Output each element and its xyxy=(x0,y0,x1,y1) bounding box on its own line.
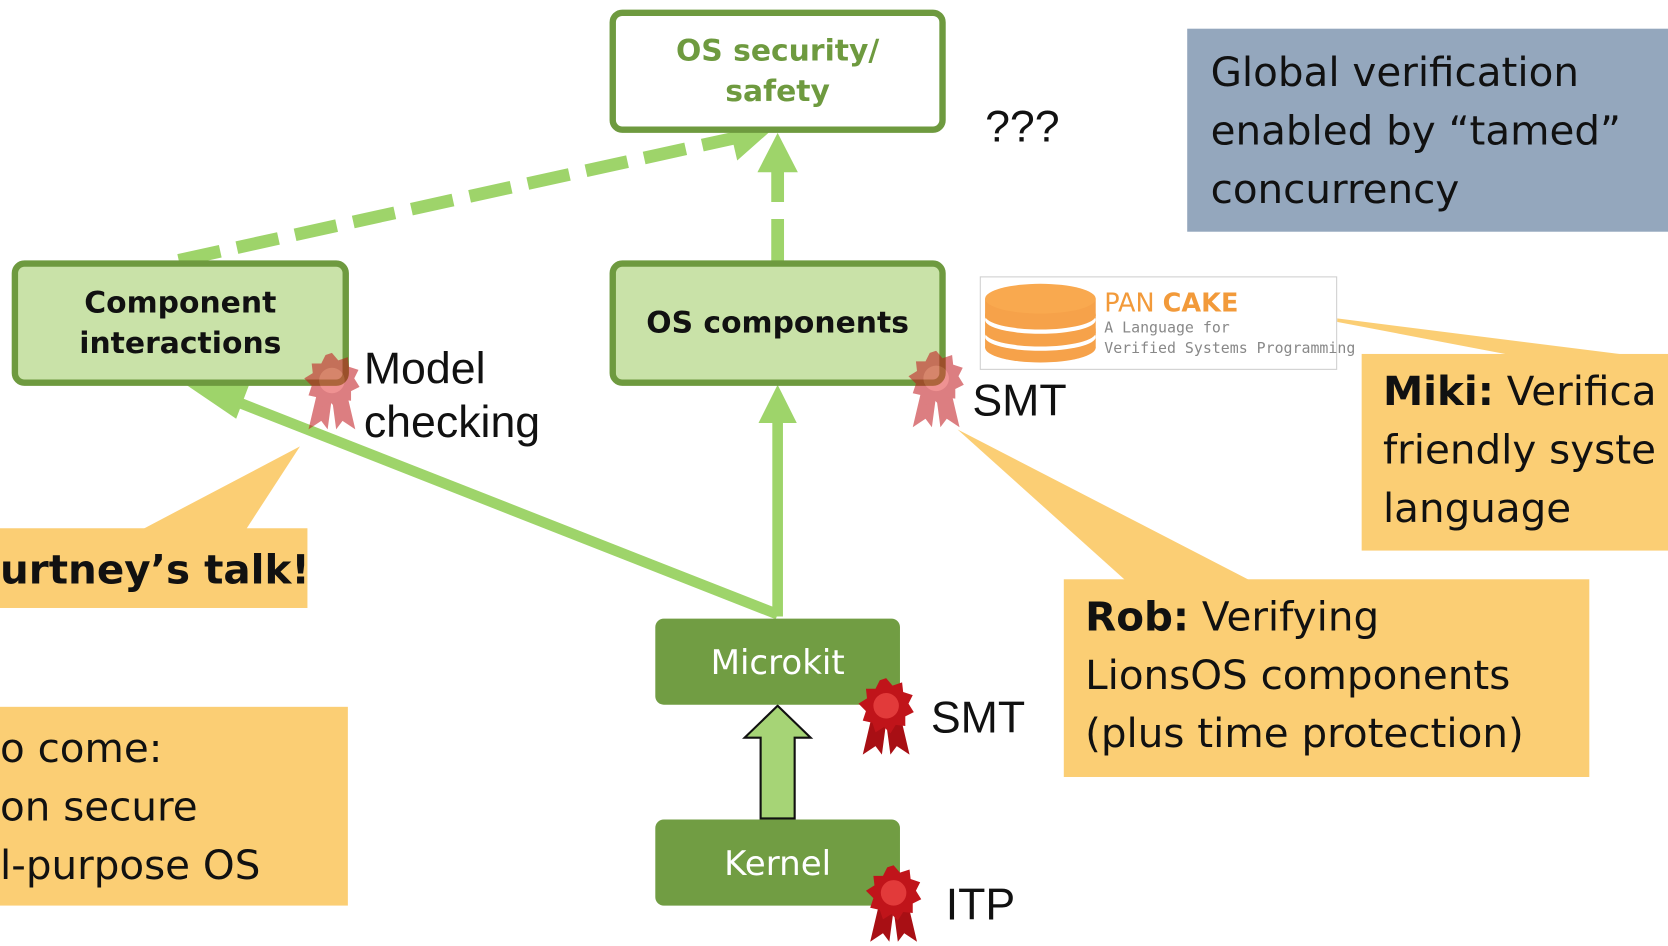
award-ribbon-seal-icon xyxy=(908,350,964,428)
pancake-subtitle-2: Verified Systems Programming xyxy=(1104,340,1356,358)
pancake-title: PAN CAKE xyxy=(1104,288,1239,318)
os-security-node: OS security/ safety xyxy=(609,9,946,133)
award-ribbon-seal-icon xyxy=(865,865,922,942)
arrow-microkit-to-interactions xyxy=(226,393,780,620)
pancake-icon xyxy=(985,283,1096,363)
microkit-node: Microkit xyxy=(655,618,900,705)
miki-callout: Miki: Verifica friendly syste language xyxy=(1361,353,1668,551)
courtney-talk-callout: urtney’s talk! xyxy=(0,528,308,608)
pancake-logo: PAN CAKE A Language for Verified Systems… xyxy=(979,276,1355,370)
smt-components-label: SMT xyxy=(972,375,1067,426)
dashed-arrow-head-security xyxy=(757,132,798,173)
pancake-subtitle-1: A Language for xyxy=(1104,319,1230,337)
award-ribbon-seal-icon xyxy=(304,352,360,430)
kernel-node: Kernel xyxy=(655,819,900,906)
itp-kernel-label: ITP xyxy=(945,879,1016,929)
unknown-label: ??? xyxy=(985,100,1060,151)
courtney-callout-pointer xyxy=(138,446,300,532)
arrow-head-components xyxy=(758,384,797,424)
component-interactions-node: Component interactions xyxy=(11,260,349,386)
rob-callout: Rob: Verifying LionsOS components (plus … xyxy=(1063,579,1590,777)
to-come-callout: o come: on secure l-purpose OS xyxy=(0,706,348,906)
global-verification-note: Global verification enabled by “tamed” c… xyxy=(1187,28,1668,232)
dashed-arrow-interactions-to-security xyxy=(177,131,736,267)
award-ribbon-seal-icon xyxy=(858,678,914,755)
model-checking-label: Model checking xyxy=(363,343,541,447)
os-components-node: OS components xyxy=(609,260,946,386)
smt-microkit-label: SMT xyxy=(930,691,1026,742)
rob-callout-pointer xyxy=(957,429,1250,581)
block-arrow-kernel-to-microkit xyxy=(742,704,814,820)
